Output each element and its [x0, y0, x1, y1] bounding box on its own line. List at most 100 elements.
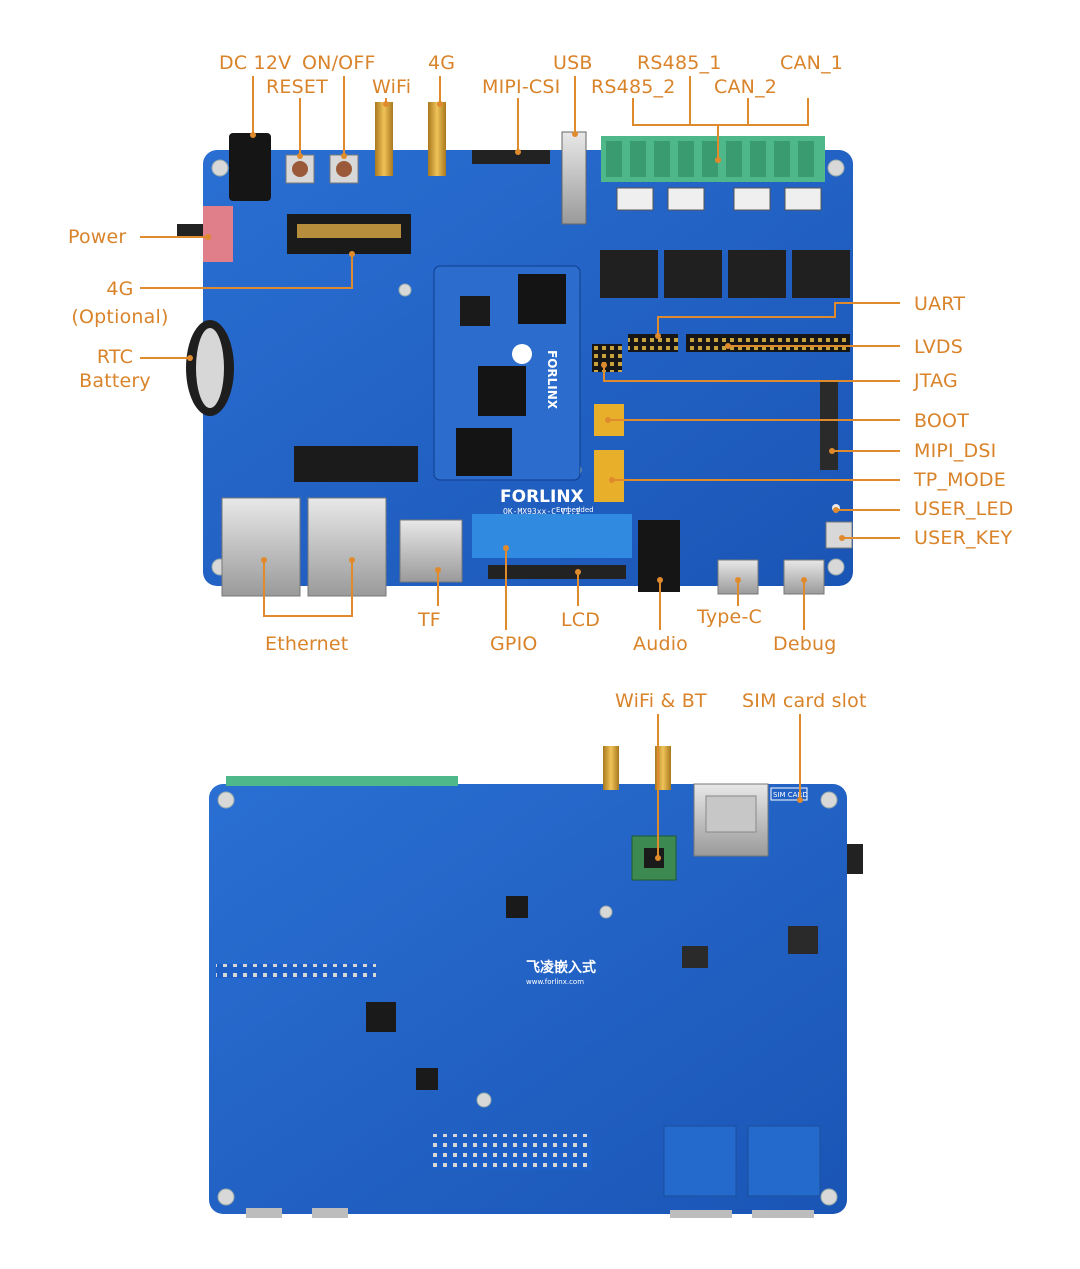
- bottom-chip: [366, 1002, 396, 1032]
- onoff-button-cap: [336, 161, 352, 177]
- som-pmic: [460, 296, 490, 326]
- label-4g-top: 4G: [428, 52, 456, 74]
- uart-header: [628, 334, 678, 352]
- bottom-brand-cn: 飞凌嵌入式: [526, 959, 596, 976]
- bottom-top-terminal: [226, 776, 458, 786]
- board-model: OK-MX93xx-C V1.1: [503, 507, 580, 516]
- label-user-key: USER_KEY: [914, 527, 1013, 549]
- board-brand-sub: Embedded: [556, 506, 594, 514]
- label-lvds: LVDS: [914, 336, 963, 358]
- label-wifi: WiFi: [372, 76, 412, 98]
- power-switch-body: [203, 206, 233, 262]
- bottom-board: SIM CARD 飞凌嵌入式 www.forlinx.com: [209, 714, 863, 1218]
- bottom-chip: [506, 896, 528, 918]
- terminal-screws: [606, 141, 814, 177]
- som-ddr: [518, 274, 566, 324]
- label-dc12v: DC 12V: [219, 52, 292, 74]
- mount-hole: [476, 1092, 492, 1108]
- sim-slot-inner: [705, 795, 757, 833]
- bottom-chip: [416, 1068, 438, 1090]
- bottom-inductor: [788, 926, 818, 954]
- sim-card-silk-text: SIM CARD: [773, 791, 808, 799]
- bottom-header-pads-2: [216, 964, 376, 978]
- label-typec: Type-C: [697, 606, 762, 628]
- label-gpio: GPIO: [490, 633, 538, 655]
- ethernet-port-2: [307, 497, 387, 597]
- bottom-brand-url: www.forlinx.com: [526, 978, 584, 986]
- label-jtag: JTAG: [914, 370, 958, 392]
- serial-protection: [616, 187, 822, 211]
- mount-hole: [827, 558, 845, 576]
- label-power: Power: [68, 226, 127, 248]
- som-cpu: [478, 366, 526, 416]
- bt-antenna-connector: [603, 746, 619, 790]
- label-rs485-1: RS485_1: [637, 52, 722, 74]
- label-uart: UART: [914, 293, 966, 315]
- som-arrow-icon: [512, 344, 532, 364]
- label-4g-optional-line2: (Optional): [71, 306, 169, 328]
- mount-hole: [217, 791, 235, 809]
- sim-card-silk: [770, 787, 808, 801]
- mount-hole: [827, 159, 845, 177]
- label-reset: RESET: [266, 76, 328, 98]
- eth-switch: [294, 446, 418, 482]
- label-tf: TF: [418, 609, 441, 631]
- power-switch: [177, 224, 207, 238]
- lcd-connector: [488, 565, 626, 579]
- bottom-eth-pads: [747, 1125, 821, 1197]
- jtag-header: [592, 344, 622, 372]
- som-emmc: [456, 428, 512, 476]
- board-brand: FORLINX: [500, 487, 584, 507]
- mipi-dsi-connector: [820, 380, 838, 470]
- label-lcd: LCD: [561, 609, 601, 631]
- dc-jack: [229, 133, 271, 201]
- label-usb: USB: [553, 52, 593, 74]
- bottom-pcb: [209, 784, 847, 1214]
- label-4g-optional: 4G (Optional): [60, 278, 180, 328]
- bottom-inductor: [682, 946, 708, 968]
- top-board: FORLINX FORLINX Embedded OK-: [140, 76, 900, 630]
- top-leader-dots: [187, 101, 845, 583]
- label-can-2: CAN_2: [714, 76, 778, 98]
- label-ethernet: Ethernet: [265, 633, 349, 655]
- wifi-antenna-connector: [375, 102, 393, 176]
- label-rs485-2: RS485_2: [591, 76, 676, 98]
- bottom-eth-pads: [663, 1125, 737, 1197]
- som-brand: FORLINX: [545, 350, 559, 410]
- label-user-led: USER_LED: [914, 498, 1014, 520]
- label-sim-slot: SIM card slot: [742, 690, 867, 712]
- bottom-edge-connector: [312, 1208, 348, 1218]
- label-boot: BOOT: [914, 410, 970, 432]
- wifi-bt-dot: [655, 855, 661, 861]
- reset-button-cap: [292, 161, 308, 177]
- isolation-modules: [600, 250, 850, 298]
- mount-hole: [599, 905, 613, 919]
- label-onoff: ON/OFF: [302, 52, 376, 74]
- label-debug: Debug: [773, 633, 837, 655]
- gpio-header: [472, 514, 632, 558]
- label-4g-optional-line1: 4G: [106, 278, 134, 300]
- bottom-edge-connector: [670, 1210, 732, 1218]
- bottom-side-switch: [847, 844, 863, 874]
- label-rtc-battery: RTC Battery: [60, 346, 170, 392]
- mount-hole: [820, 791, 838, 809]
- label-tp-mode: TP_MODE: [914, 469, 1006, 491]
- label-can-1: CAN_1: [780, 52, 844, 74]
- rtc-battery-cell: [196, 328, 224, 408]
- bottom-edge-connector: [246, 1208, 282, 1218]
- label-rtc-line2: Battery: [79, 370, 151, 392]
- mount-hole: [217, 1188, 235, 1206]
- tf-slot: [399, 519, 463, 583]
- mount-hole: [820, 1188, 838, 1206]
- usb-port: [561, 131, 587, 225]
- top-leader-lines: [140, 76, 900, 630]
- mount-hole: [211, 159, 229, 177]
- mipi-csi-connector: [472, 150, 550, 164]
- label-mipi-dsi: MIPI_DSI: [914, 440, 997, 462]
- ethernet-port-1: [221, 497, 301, 597]
- tp-mode-dip: [594, 450, 624, 502]
- label-wifi-bt: WiFi & BT: [615, 690, 707, 712]
- label-mipi-csi: MIPI-CSI: [482, 76, 561, 98]
- m2-slot-pins: [297, 224, 401, 238]
- user-key-part: [825, 521, 853, 549]
